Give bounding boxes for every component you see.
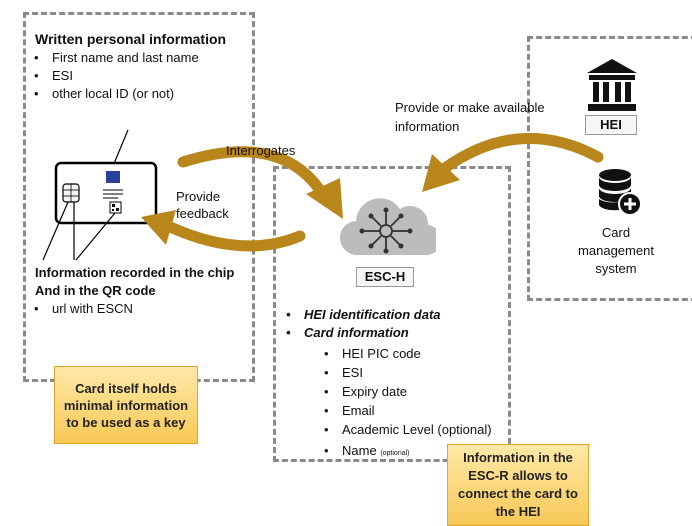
qr-info-title: And in the QR code [35, 283, 156, 298]
personal-info-item: ESI [30, 67, 255, 85]
card-info-item: Email [320, 401, 530, 420]
chip-info-list: url with ESCN [30, 300, 250, 318]
card-info-item: HEI PIC code [320, 344, 530, 363]
university-building-icon [587, 59, 637, 111]
card-management-system-label: Card management system [578, 225, 654, 276]
personal-info-title: Written personal information [35, 31, 227, 47]
right-dashed-box [527, 36, 692, 301]
personal-info-list: First name and last name ESI other local… [30, 49, 255, 103]
database-add-icon [599, 169, 642, 216]
card-info-item: Expiry date [320, 382, 530, 401]
qr-code-icon [109, 201, 122, 214]
chip-info-item: url with ESCN [30, 300, 250, 318]
card-illustration [42, 129, 158, 261]
right-note: Information in the ESC-R allows to conne… [447, 444, 589, 526]
feedback-arrowhead [141, 210, 176, 245]
esch-main-list: HEI identification data Card information [282, 306, 507, 342]
chip-info-title: Information recorded in the chip [35, 265, 235, 280]
provide-info-arrowhead [422, 154, 460, 192]
card-info-item: Name (optional) [320, 441, 530, 463]
cloud-network-icon [340, 198, 436, 256]
hei-label: HEI [585, 115, 637, 135]
card-info-item: ESI [320, 363, 530, 382]
left-note: Card itself holds minimal information to… [54, 366, 198, 444]
provide-info-label: Provide or make available information [395, 100, 545, 134]
card-info-list: HEI PIC code ESI Expiry date Email Acade… [320, 344, 530, 463]
provide-feedback-label: Provide feedback [176, 189, 229, 221]
personal-info-item: First name and last name [30, 49, 255, 67]
provide-info-arrow [439, 132, 604, 174]
esch-main-item: HEI identification data [282, 306, 507, 324]
esch-label: ESC-H [356, 267, 414, 287]
feedback-arrow [162, 220, 306, 252]
card-info-item: Academic Level (optional) [320, 420, 530, 439]
interrogates-arrowhead [306, 178, 343, 219]
card-photo [106, 171, 120, 183]
interrogates-label: Interrogates [226, 143, 296, 158]
esch-main-item: Card information [282, 324, 507, 342]
personal-info-item: other local ID (or not) [30, 85, 255, 103]
name-label: Name [342, 443, 377, 458]
interrogates-arrow [177, 146, 331, 204]
name-optional: (optional) [380, 450, 410, 457]
chip-icon [62, 183, 80, 203]
